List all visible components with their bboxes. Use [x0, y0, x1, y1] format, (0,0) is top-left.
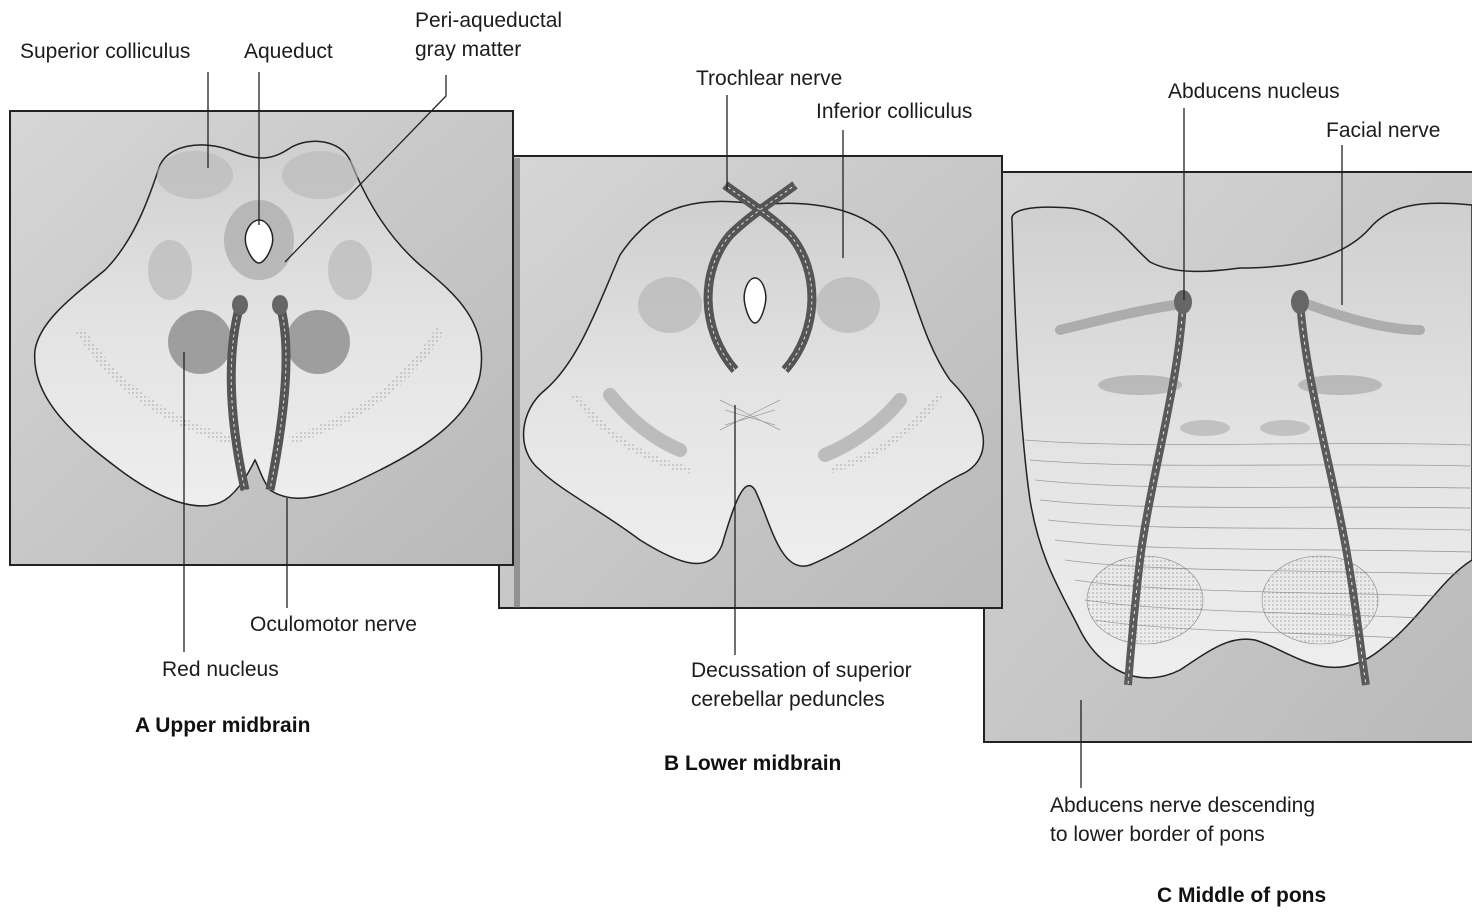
inferior-colliculus-left	[638, 277, 702, 333]
label-abducens-descending: Abducens nerve descending to lower borde…	[1050, 791, 1315, 849]
inferior-colliculus-right	[816, 277, 880, 333]
label-periaqueductal-gray: Peri-aqueductal gray matter	[415, 6, 562, 64]
superior-colliculus-left	[157, 151, 233, 199]
caption-b-lower-midbrain: B Lower midbrain	[664, 752, 841, 776]
superior-colliculus-right	[282, 151, 358, 199]
label-periaqueductal-line1: Peri-aqueductal	[415, 6, 562, 35]
panel-c-middle-of-pons	[984, 172, 1472, 742]
pretectal-right	[328, 240, 372, 300]
label-oculomotor-nerve: Oculomotor nerve	[250, 611, 417, 639]
label-abducens-descending-line2: to lower border of pons	[1050, 820, 1315, 849]
caption-a-upper-midbrain: A Upper midbrain	[135, 714, 310, 738]
pretectal-left	[148, 240, 192, 300]
label-inferior-colliculus: Inferior colliculus	[816, 98, 972, 126]
label-abducens-nucleus: Abducens nucleus	[1168, 78, 1340, 106]
red-nucleus-right	[286, 310, 350, 374]
label-periaqueductal-line2: gray matter	[415, 35, 562, 64]
pons-section-outline	[1012, 203, 1472, 678]
label-abducens-descending-line1: Abducens nerve descending	[1050, 791, 1315, 820]
label-trochlear-nerve: Trochlear nerve	[696, 65, 842, 93]
label-decussation: Decussation of superior cerebellar pedun…	[691, 656, 912, 714]
trapezoid-left	[1180, 420, 1230, 436]
panel-b-lower-midbrain	[499, 156, 1002, 608]
label-decussation-line2: cerebellar peduncles	[691, 685, 912, 714]
label-red-nucleus: Red nucleus	[162, 656, 279, 684]
label-decussation-line1: Decussation of superior	[691, 656, 912, 685]
label-facial-nerve: Facial nerve	[1326, 117, 1440, 145]
label-aqueduct: Aqueduct	[244, 38, 333, 66]
abducens-nucleus-left	[1174, 290, 1192, 314]
trapezoid-right	[1260, 420, 1310, 436]
abducens-nucleus-right	[1291, 290, 1309, 314]
caption-c-middle-of-pons: C Middle of pons	[1157, 884, 1326, 908]
label-superior-colliculus: Superior colliculus	[20, 38, 190, 66]
pontine-nuclei-left	[1087, 556, 1203, 644]
panel-b-edge-shadow	[514, 158, 520, 608]
panel-a-upper-midbrain	[10, 111, 513, 565]
red-nucleus-left	[168, 310, 232, 374]
